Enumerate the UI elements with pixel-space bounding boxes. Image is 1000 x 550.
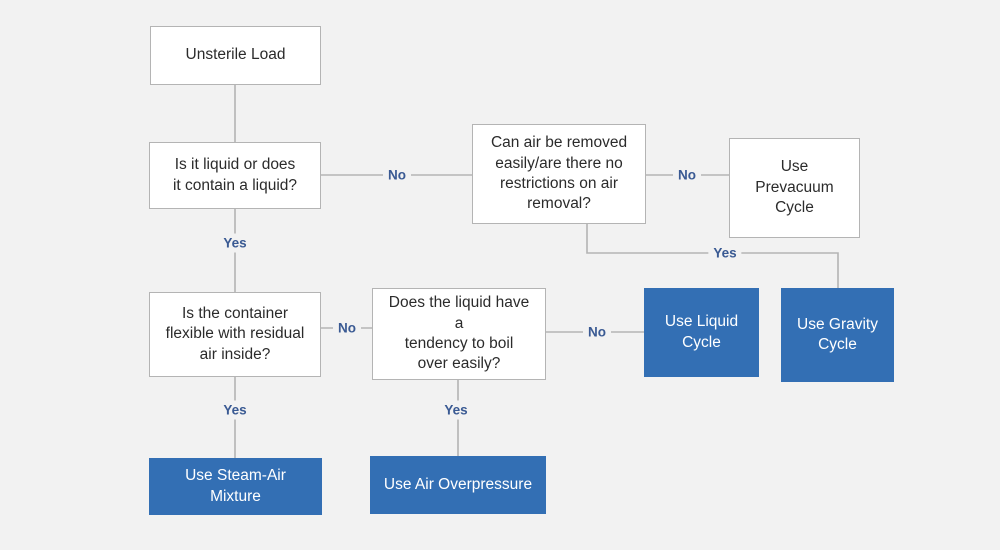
node-use-steam-air-mixture-label: Use Steam-Air Mixture (185, 467, 286, 505)
node-use-prevacuum-cycle[interactable]: Use Prevacuum Cycle (729, 138, 860, 238)
node-use-gravity-cycle[interactable]: Use Gravity Cycle (781, 288, 894, 382)
node-can-air-be-removed[interactable]: Can air be removed easily/are there no r… (472, 124, 646, 224)
node-use-steam-air-mixture[interactable]: Use Steam-Air Mixture (149, 458, 322, 515)
edge-label-is-liquid-yes: Yes (218, 233, 252, 253)
node-is-container-flexible[interactable]: Is the container flexible with residual … (149, 292, 321, 377)
node-unsterile-load-label: Unsterile Load (185, 46, 286, 64)
edge-label-flexible-yes: Yes (218, 400, 252, 420)
node-is-liquid-label: Is it liquid or does it contain a liquid… (172, 156, 298, 194)
node-does-liquid-boil[interactable]: Does the liquid have a tendency to boil … (372, 288, 546, 380)
edge-label-boil-no: No (583, 322, 611, 342)
node-use-liquid-cycle-label: Use Liquid Cycle (664, 313, 739, 351)
node-does-liquid-boil-label: Does the liquid have a tendency to boil … (388, 294, 530, 373)
edge-label-can-air-yes: Yes (708, 243, 742, 263)
node-use-prevacuum-cycle-label: Use Prevacuum Cycle (755, 158, 834, 217)
node-can-air-be-removed-label: Can air be removed easily/are there no r… (490, 134, 628, 213)
node-is-liquid[interactable]: Is it liquid or does it contain a liquid… (149, 142, 321, 209)
edge-label-can-air-no: No (673, 165, 701, 185)
node-is-container-flexible-label: Is the container flexible with residual … (165, 304, 305, 363)
edge-label-is-liquid-no: No (383, 165, 411, 185)
node-use-liquid-cycle[interactable]: Use Liquid Cycle (644, 288, 759, 377)
node-use-air-overpressure[interactable]: Use Air Overpressure (370, 456, 546, 514)
node-use-gravity-cycle-label: Use Gravity Cycle (797, 315, 878, 353)
edge-label-flexible-no: No (333, 318, 361, 338)
node-unsterile-load[interactable]: Unsterile Load (150, 26, 321, 85)
node-use-air-overpressure-label: Use Air Overpressure (383, 475, 533, 493)
edge-label-boil-yes: Yes (439, 400, 473, 420)
